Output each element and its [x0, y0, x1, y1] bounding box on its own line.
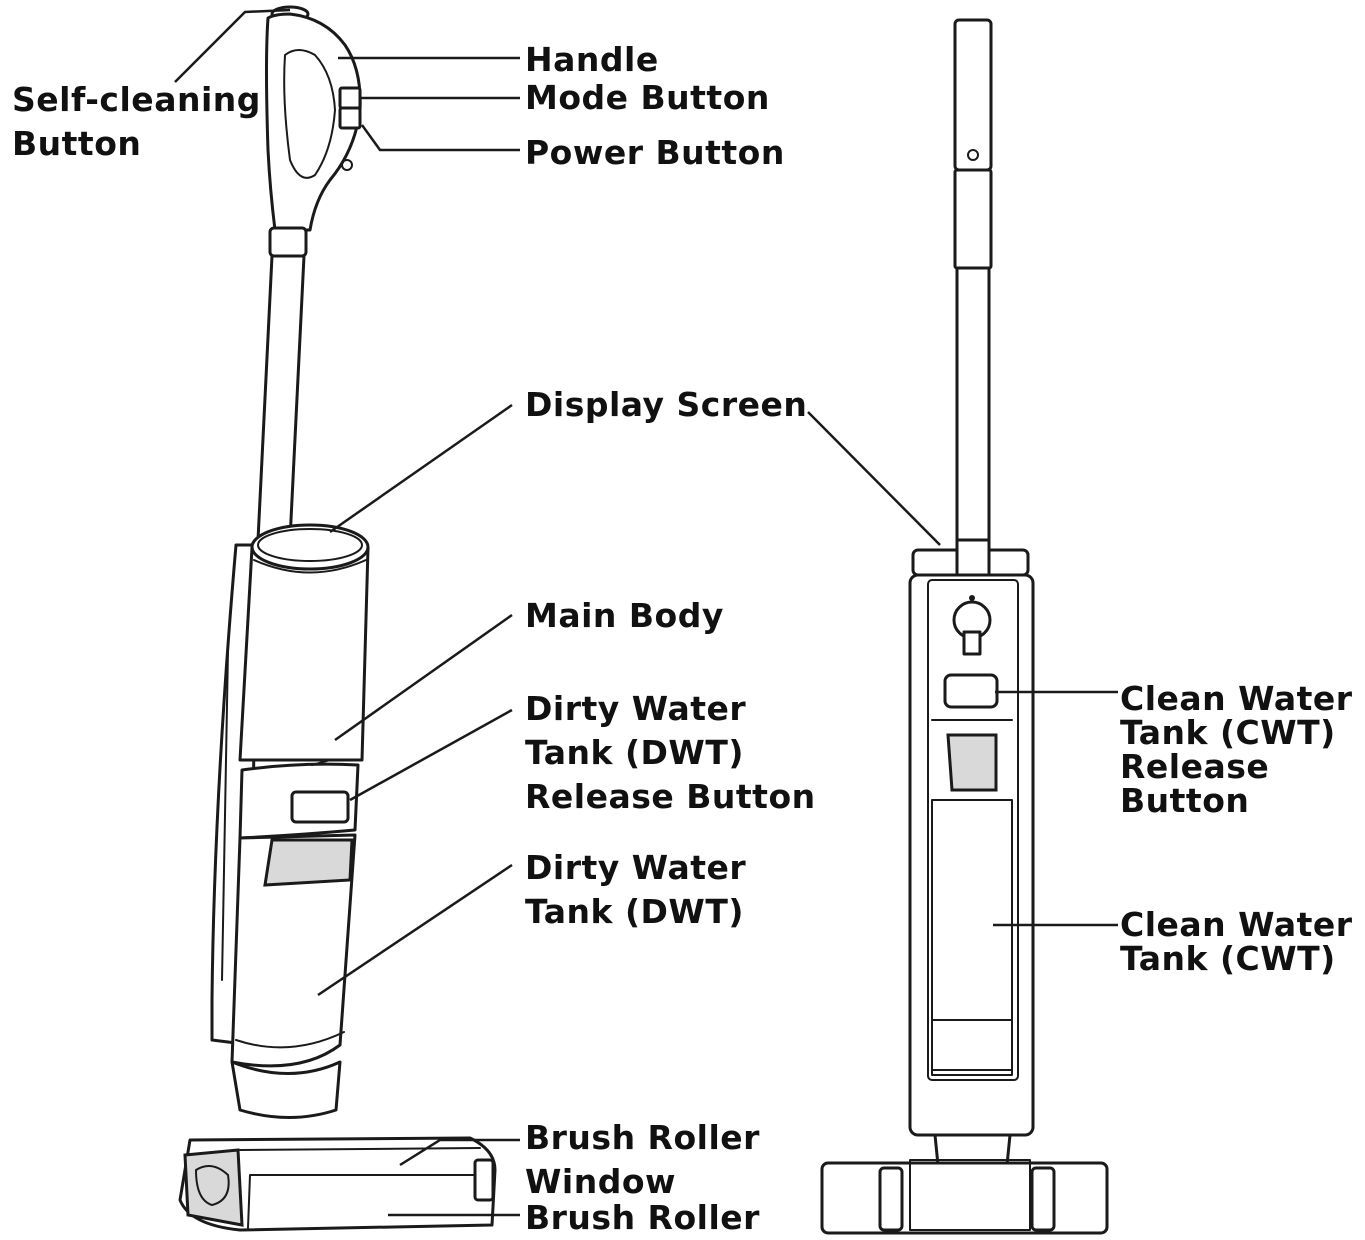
- pole-shape: [256, 254, 306, 542]
- label-power-button: Power Button: [525, 133, 785, 172]
- dwt-release-button-shape: [290, 790, 350, 824]
- label-display-screen: Display Screen: [525, 385, 808, 424]
- clean-water-tank-shape: [931, 799, 1013, 1071]
- brush-roller-shape: [247, 1174, 486, 1229]
- dirty-water-tank-shape: [230, 833, 357, 1068]
- leader-display-screen-right: [807, 411, 941, 546]
- neck-shape: [230, 1060, 342, 1119]
- label-dwt-release-button: Dirty Water Tank (DWT) Release Button: [525, 689, 816, 816]
- mode-button-shape: [338, 86, 362, 110]
- power-button-shape: [338, 106, 362, 130]
- handle-collar-shape: [268, 226, 308, 258]
- left-device-illustration: [178, 5, 497, 1232]
- leader-dwt: [317, 863, 513, 997]
- right-handle-lower-shape: [953, 168, 993, 270]
- leader-dwt-release: [349, 708, 513, 802]
- indicator-dot-shape: [341, 159, 353, 171]
- label-main-body: Main Body: [525, 596, 724, 635]
- display-screen-shape: [250, 523, 370, 571]
- label-brush-roller-window: Brush Roller Window: [525, 1118, 760, 1201]
- leader-display-screen-left: [329, 403, 513, 534]
- leader-brush-window: [399, 1138, 520, 1167]
- brush-wheel-shape: [183, 1148, 244, 1227]
- tank-inner-shape: [263, 838, 354, 887]
- label-cwt-release-button: Clean Water Tank (CWT) Release Button: [1120, 679, 1353, 820]
- label-self-cleaning-button: Self-cleaning Button: [12, 80, 261, 163]
- main-body-shape: [238, 546, 370, 762]
- label-clean-water-tank: Clean Water Tank (CWT): [1120, 905, 1353, 978]
- leader-self-cleaning: [174, 8, 291, 83]
- latch-shape: [946, 733, 998, 792]
- leader-power-button: [360, 124, 520, 152]
- label-mode-button: Mode Button: [525, 78, 770, 117]
- right-device-illustration: [820, 18, 1109, 1235]
- label-brush-roller: Brush Roller: [525, 1198, 760, 1237]
- rear-plate-line: [221, 649, 229, 981]
- right-pole-shape: [955, 266, 991, 575]
- leader-lines: [174, 8, 1118, 1217]
- right-brush-head-shape: [820, 1161, 1109, 1235]
- label-dirty-water-tank: Dirty Water Tank (DWT): [525, 848, 747, 931]
- leader-main-body: [334, 613, 513, 742]
- label-handle: Handle: [525, 40, 659, 79]
- right-handle-shape: [953, 18, 993, 172]
- handle-opening-shape: [283, 49, 336, 179]
- cwt-release-button-shape: [943, 673, 999, 709]
